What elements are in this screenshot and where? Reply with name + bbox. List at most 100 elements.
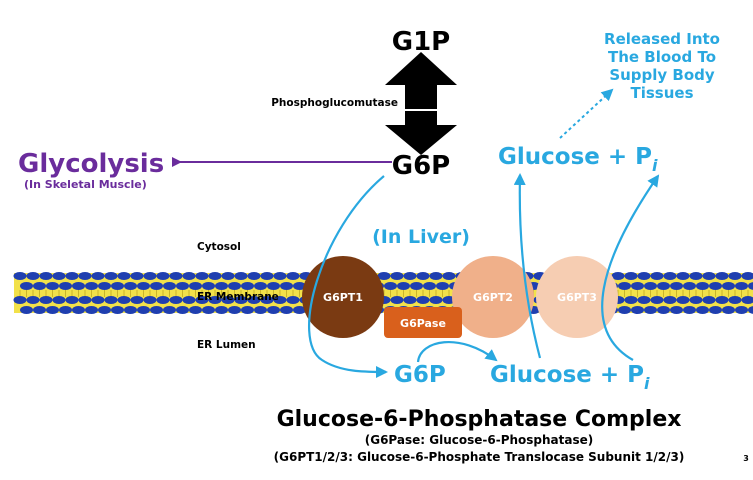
lipid-head bbox=[280, 306, 293, 314]
lipid-head bbox=[722, 306, 735, 314]
lipid-head bbox=[709, 306, 722, 314]
lipid-head bbox=[33, 306, 46, 314]
lipid-head bbox=[130, 272, 144, 280]
lipid-head bbox=[111, 306, 124, 314]
g6pt3-label: G6PT3 bbox=[557, 291, 597, 304]
lipid-head bbox=[689, 272, 703, 280]
arrow-phosphate-out bbox=[601, 174, 660, 361]
lipid-head bbox=[631, 282, 644, 290]
er-lumen-label: ER Lumen bbox=[197, 339, 256, 351]
lipid-head bbox=[241, 306, 254, 314]
lipid-head bbox=[91, 272, 105, 280]
g6pase-label: G6Pase bbox=[400, 317, 446, 330]
lipid-head bbox=[228, 282, 241, 290]
lipid-head bbox=[98, 282, 111, 290]
lipid-head bbox=[657, 282, 670, 290]
lipid-head bbox=[273, 272, 287, 280]
lipid-head bbox=[182, 296, 196, 304]
arrow-glucose-out bbox=[513, 173, 542, 359]
lipid-head bbox=[85, 282, 98, 290]
lipid-head bbox=[208, 272, 222, 280]
lipid-head bbox=[189, 306, 202, 314]
lipid-head bbox=[657, 306, 670, 314]
released-line-2: The Blood To bbox=[608, 48, 716, 66]
lipid-head bbox=[748, 282, 753, 290]
lipid-head bbox=[195, 296, 209, 304]
lipid-head bbox=[46, 282, 59, 290]
lipid-head bbox=[78, 296, 92, 304]
cytosol-label: Cytosol bbox=[197, 241, 241, 253]
lipid-head bbox=[273, 296, 287, 304]
lipid-head bbox=[143, 272, 157, 280]
lipid-head bbox=[33, 282, 46, 290]
lipid-head bbox=[293, 282, 306, 290]
glycolysis-label: Glycolysis bbox=[18, 149, 164, 179]
lipid-head bbox=[137, 282, 150, 290]
lipid-head bbox=[234, 272, 248, 280]
lipid-head bbox=[663, 272, 677, 280]
lipid-head bbox=[728, 272, 742, 280]
lipid-head bbox=[91, 296, 105, 304]
lipid-head bbox=[637, 296, 651, 304]
lipid-head bbox=[137, 306, 150, 314]
lipid-head bbox=[163, 306, 176, 314]
lipid-head bbox=[241, 282, 254, 290]
lipid-head bbox=[104, 272, 118, 280]
lipid-head bbox=[624, 272, 638, 280]
lipid-head bbox=[436, 282, 449, 290]
lipid-head bbox=[748, 306, 753, 314]
lipid-head bbox=[215, 282, 228, 290]
in-liver-label: (In Liver) bbox=[372, 226, 470, 248]
released-line-3: Supply Body bbox=[609, 66, 715, 84]
g6pt3-protein bbox=[536, 256, 618, 338]
lipid-head bbox=[59, 306, 72, 314]
lipid-head bbox=[390, 296, 404, 304]
lipid-head bbox=[676, 272, 690, 280]
lipid-head bbox=[735, 282, 748, 290]
lipid-head bbox=[624, 296, 638, 304]
lipid-head bbox=[254, 282, 267, 290]
lipid-head bbox=[169, 296, 183, 304]
lipid-head bbox=[39, 272, 53, 280]
lipid-head bbox=[267, 306, 280, 314]
lipid-head bbox=[208, 296, 222, 304]
lipid-head bbox=[72, 306, 85, 314]
lipid-head bbox=[20, 306, 33, 314]
lipid-head bbox=[111, 282, 124, 290]
lipid-head bbox=[52, 296, 66, 304]
lipid-head bbox=[202, 306, 215, 314]
g6pase-enzyme bbox=[384, 307, 462, 338]
lipid-head bbox=[59, 282, 72, 290]
lipid-head bbox=[722, 282, 735, 290]
g6pt2-label: G6PT2 bbox=[473, 291, 513, 304]
lipid-head bbox=[676, 296, 690, 304]
page-number: 3 bbox=[743, 454, 749, 463]
lipid-head bbox=[176, 282, 189, 290]
lipid-head bbox=[143, 296, 157, 304]
lipid-head bbox=[663, 296, 677, 304]
arrow-g6pase-reaction bbox=[416, 340, 498, 363]
lipid-head bbox=[670, 306, 683, 314]
lipid-head bbox=[377, 272, 391, 280]
double-arrow-icon bbox=[385, 52, 457, 155]
lipid-head bbox=[715, 296, 729, 304]
lipid-head bbox=[416, 272, 430, 280]
lipid-head bbox=[702, 272, 716, 280]
lipid-head bbox=[234, 296, 248, 304]
lipid-head bbox=[644, 306, 657, 314]
lipid-head bbox=[85, 306, 98, 314]
lipid-head bbox=[403, 296, 417, 304]
lipid-head bbox=[247, 272, 261, 280]
complex-subtitle-1: (G6Pase: Glucose-6-Phosphatase) bbox=[365, 433, 594, 447]
lipid-head bbox=[150, 282, 163, 290]
lipid-head bbox=[390, 272, 404, 280]
lipid-head bbox=[130, 296, 144, 304]
lipid-head bbox=[163, 282, 176, 290]
lipid-head bbox=[260, 272, 274, 280]
complex-subtitle-2: (G6PT1/2/3: Glucose-6-Phosphate Transloc… bbox=[274, 450, 685, 464]
lipid-head bbox=[709, 282, 722, 290]
released-text: Released Into The Blood To Supply Body T… bbox=[604, 30, 720, 102]
lipid-head bbox=[202, 282, 215, 290]
lipid-head bbox=[442, 272, 456, 280]
lipid-head bbox=[72, 282, 85, 290]
